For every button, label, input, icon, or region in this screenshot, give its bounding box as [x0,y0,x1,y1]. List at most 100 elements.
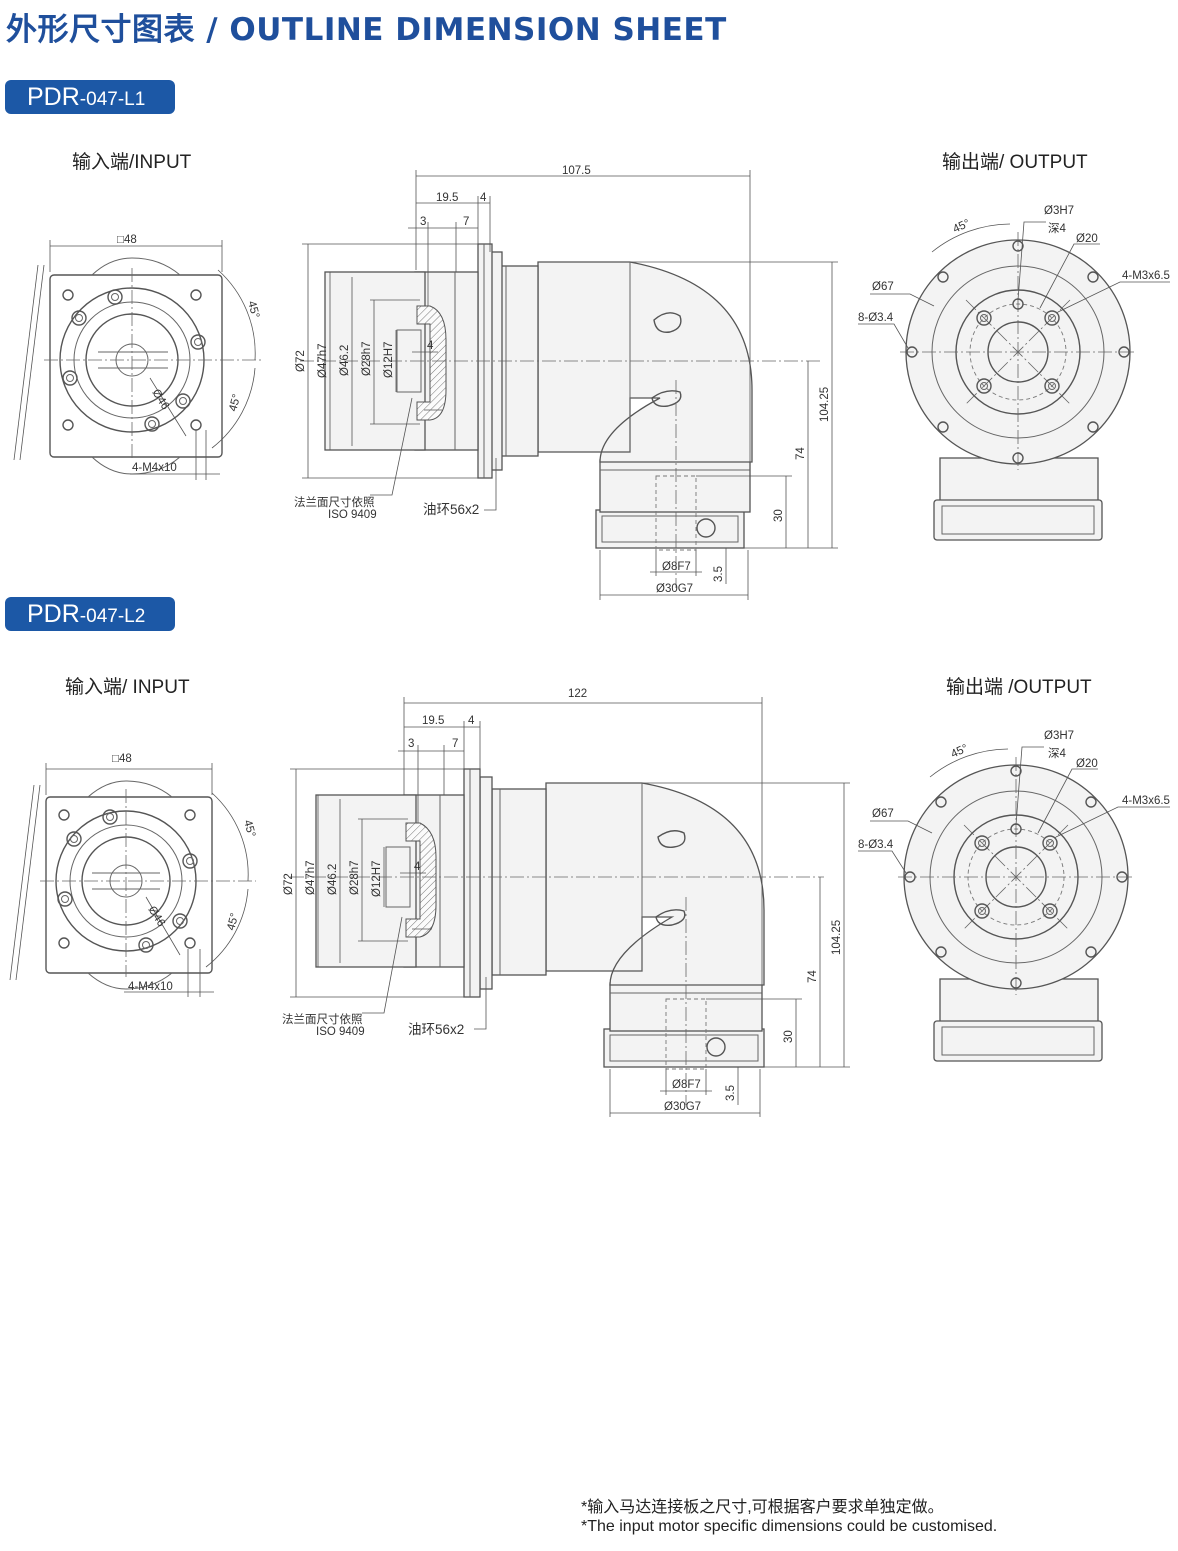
out-angle: 45° [949,742,970,760]
dim-len-7: 7 [463,216,469,228]
dim-square: □48 [117,234,137,246]
dim-dia-47: Ø47h7 [317,343,329,378]
model-badge-l1: PDR-047-L1 [5,80,175,114]
out-pcd: Ø20 [1076,233,1098,245]
break-lines [13,264,45,461]
dim-height-74: 74 [795,447,807,460]
output-base-neck [599,459,751,513]
model-prefix: PDR [27,83,80,111]
out-holes: 8-Ø3.4 [858,312,894,324]
dim-dia-47: Ø47h7 [305,860,317,895]
out-dia-67: Ø67 [872,281,894,293]
output-bolt-holes [906,240,1130,464]
flange-note-line1: 法兰面尺寸依照 [294,495,375,509]
right-angle-housing [545,782,765,986]
dim-dia-72: Ø72 [295,350,307,372]
out-pin: Ø3H7 [1044,205,1074,217]
dim-overall-length: 107.5 [562,165,591,177]
dim-dia-28: Ø28h7 [361,341,373,376]
lube-port [706,1037,726,1057]
input-heading: 输入端/INPUT [72,151,192,173]
dim-key-4: 4 [427,340,434,352]
model-badge-l2: PDR-047-L2 [5,597,175,631]
output-end-view: 输出端 /OUTPUT 45° Ø3H7 深4 Ø20 [858,676,1170,1062]
output-heading: 输出端/ OUTPUT [942,151,1088,173]
side-view: 107.5 19.5 4 3 7 Ø72 Ø47h7 Ø46.2 Ø28h7 Ø… [294,165,838,600]
dim-height-30: 30 [783,1030,795,1043]
dim-key-4: 4 [414,861,421,873]
coupling-section [416,305,447,421]
input-square-plate [49,274,223,458]
dim-angle-b: 45° [227,393,243,413]
model-suffix: -047-L1 [79,89,146,110]
footnote: *输入马达连接板之尺寸,可根据客户要求单独定做。 *The input moto… [581,1498,997,1536]
oil-ring-label: 油环56x2 [423,502,479,517]
side-view: 122 19.5 4 3 7 Ø72 Ø47h7 Ø46.2 Ø28h7 Ø12… [282,688,850,1117]
output-flange [463,768,481,998]
model-suffix: -047-L2 [79,606,146,627]
footnote-cn: *输入马达连接板之尺寸,可根据客户要求单独定做。 [581,1499,944,1516]
dimension-drawing-l1: 输入端/INPUT □48 45° [13,151,1170,600]
out-pin: Ø3H7 [1044,730,1074,742]
dim-height-30: 30 [773,509,785,522]
dim-height-104-25: 104.25 [831,920,843,955]
oil-ring-label: 油环56x2 [408,1022,464,1037]
out-angle: 45° [951,217,972,235]
dim-len-19-5: 19.5 [422,715,444,727]
dim-depth-3-5: 3.5 [725,1085,737,1101]
out-thread: 4-M3x6.5 [1122,795,1170,807]
dimension-drawing-l2: 输入端/ INPUT □48 45° [9,676,1170,1117]
dim-input-thread: 4-M4x10 [128,981,173,993]
dim-bolt-circle: Ø46 [149,387,171,412]
page-title: 外形尺寸图表 / OUTLINE DIMENSION SHEET [6,12,727,48]
dim-len-4: 4 [480,192,487,204]
dim-len-19-5: 19.5 [436,192,458,204]
dim-angle-a: 45° [245,300,261,320]
output-heading: 输出端 /OUTPUT [946,676,1092,698]
input-end-view: 输入端/ INPUT □48 45° [9,676,257,997]
coupling-section [405,822,437,938]
output-end-view: 输出端/ OUTPUT 45° Ø3H7 深4 Ø20 [858,151,1170,541]
dim-depth-3-5: 3.5 [713,566,725,582]
dim-dia-46-2: Ø46.2 [339,345,351,376]
flange-note-line1: 法兰面尺寸依照 [282,1012,363,1026]
model-prefix: PDR [27,600,80,628]
dim-height-74: 74 [807,970,819,983]
out-holes: 8-Ø3.4 [858,839,894,851]
dim-len-7: 7 [452,738,458,750]
out-pin-depth: 深4 [1048,746,1066,760]
dim-overall-length: 122 [568,688,587,700]
input-bolt-holes [57,809,198,953]
dim-dia-30: Ø30G7 [656,583,693,595]
dim-len-3: 3 [408,738,414,750]
dim-dia-8: Ø8F7 [672,1079,701,1091]
dim-len-4: 4 [468,715,475,727]
input-square-plate [45,796,213,974]
dim-dia-12: Ø12H7 [371,861,383,897]
flange-note-line2: ISO 9409 [328,509,377,521]
out-dia-67: Ø67 [872,808,894,820]
right-angle-housing [537,261,753,463]
dim-dia-30: Ø30G7 [664,1101,701,1113]
input-bolt-holes [62,289,206,432]
out-thread: 4-M3x6.5 [1122,270,1170,282]
dim-dia-28: Ø28h7 [349,860,361,895]
input-heading: 输入端/ INPUT [65,676,190,698]
dim-dia-72: Ø72 [283,873,295,895]
lube-port [696,518,716,538]
break-lines [9,784,41,981]
dim-angle-a: 45° [241,819,257,839]
flange-note-line2: ISO 9409 [316,1026,365,1038]
dim-dia-8: Ø8F7 [662,561,691,573]
out-pcd: Ø20 [1076,758,1098,770]
dim-square: □48 [112,753,132,765]
dim-dia-12: Ø12H7 [383,342,395,378]
dim-dia-46-2: Ø46.2 [327,864,339,895]
dim-height-104-25: 104.25 [819,387,831,422]
dim-input-thread: 4-M4x10 [132,462,177,474]
dim-bolt-circle: Ø46 [145,904,167,929]
footnote-en: *The input motor specific dimensions cou… [581,1518,998,1535]
out-pin-depth: 深4 [1048,221,1066,235]
dim-angle-b: 45° [225,912,241,932]
dim-len-3: 3 [420,216,426,228]
